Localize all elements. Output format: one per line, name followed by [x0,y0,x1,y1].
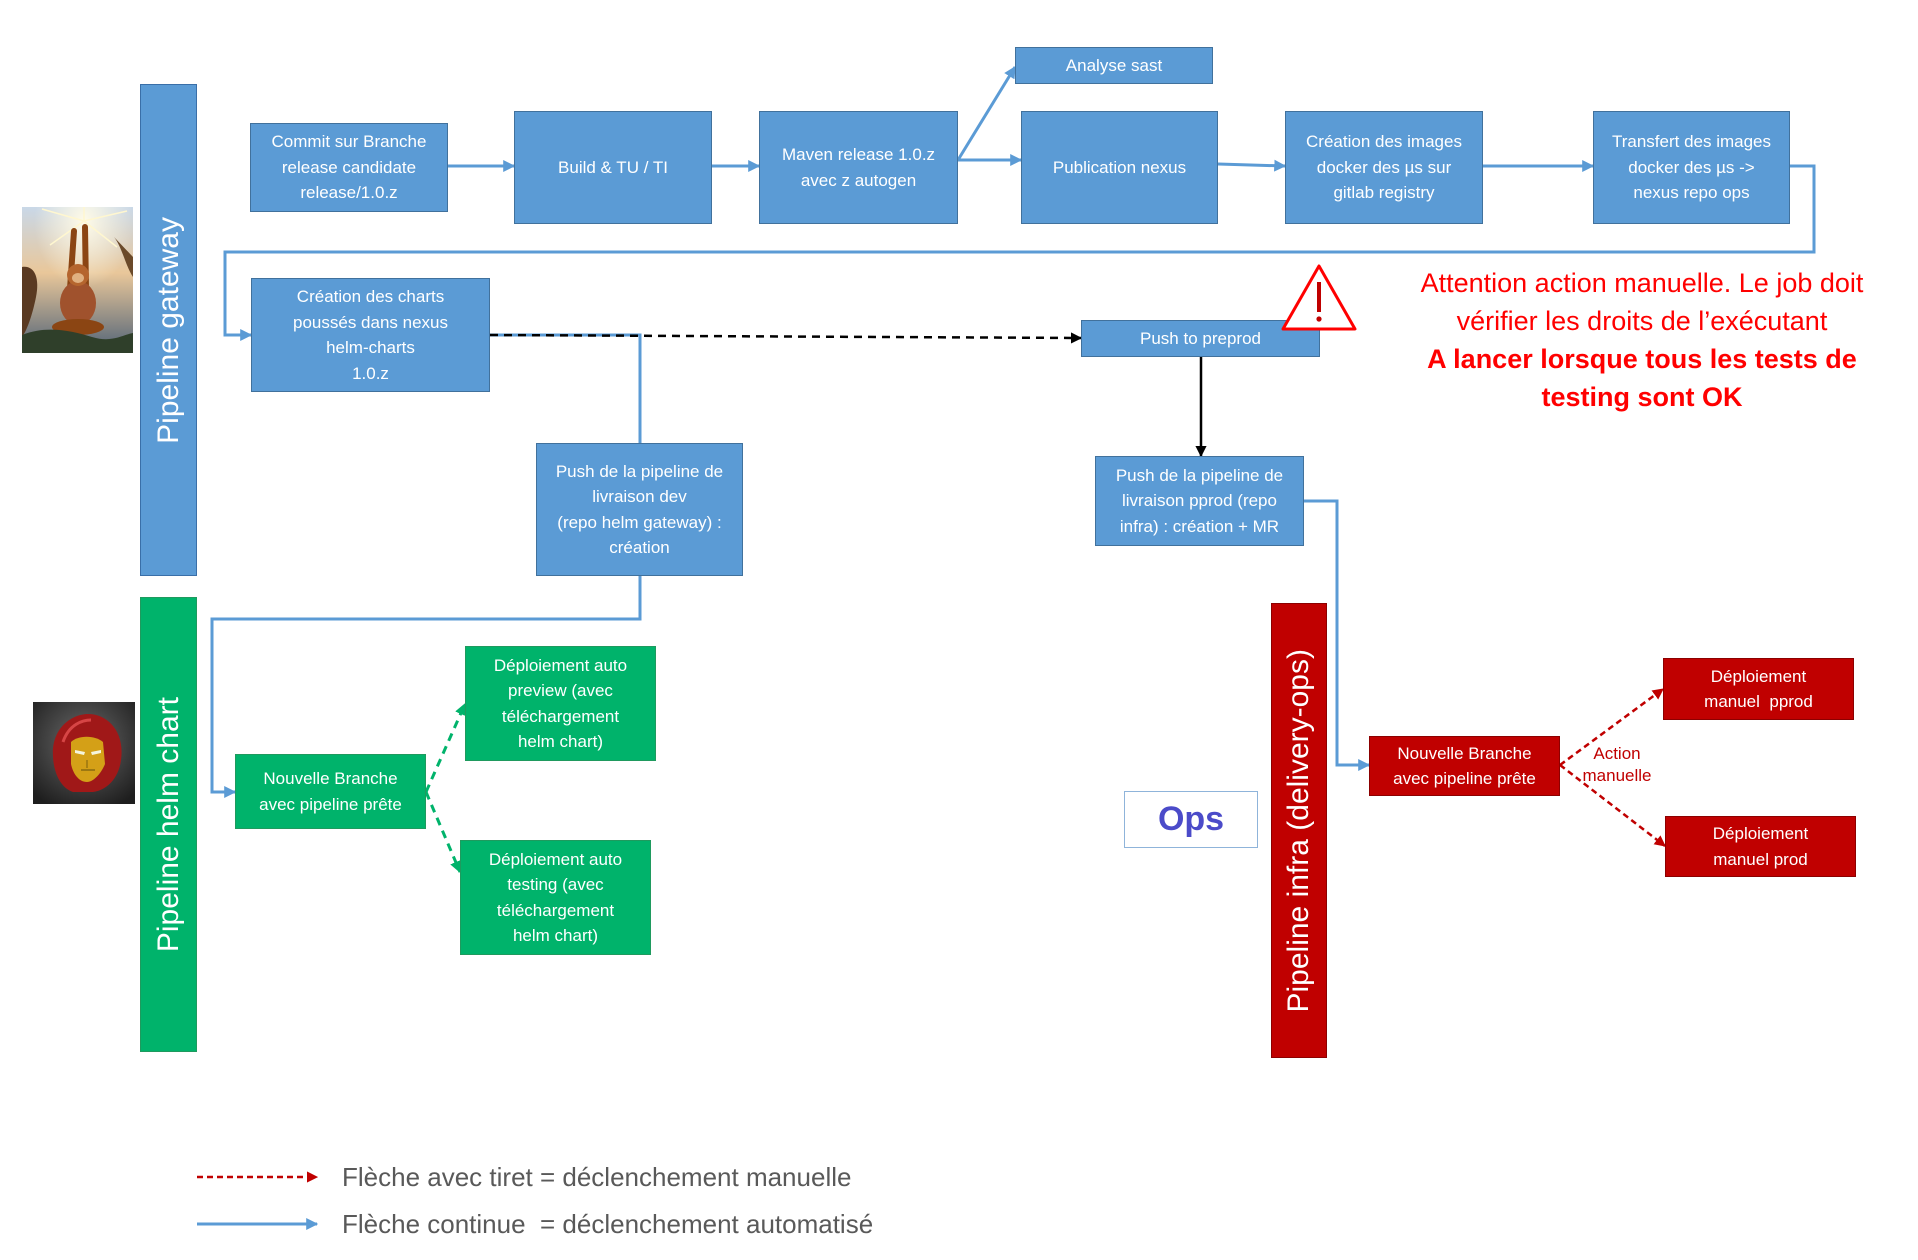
transfert-images-box: Transfert des images docker des µs -> ne… [1593,111,1790,224]
deploiement-preview-box-label: Déploiement auto preview (avec télécharg… [493,655,628,752]
transfert-images-box-label: Transfert des images docker des µs -> ne… [1611,132,1772,203]
infra-nouvelle-branche-box: Nouvelle Branche avec pipeline prête [1369,736,1560,796]
lane-pipeline-gateway-label: Pipeline gateway [151,216,185,444]
deploiement-testing-box: Déploiement auto testing (avec télécharg… [460,840,651,955]
creation-charts-box-label: Création des charts poussés dans nexus h… [293,287,448,383]
ops-box-label: Ops [1157,800,1225,838]
connector-push-dev-to-helm-branch [210,576,642,798]
publication-nexus-box: Publication nexus [1021,111,1218,224]
creation-images-box-label: Création des images docker des µs sur gi… [1306,132,1462,203]
build-box-label: Build & TU / TI [558,157,668,177]
deploiement-preview-box: Déploiement auto preview (avec télécharg… [465,646,656,761]
connector-helm-branch-to-preview [424,702,467,793]
push-pprod-box-label: Push de la pipeline de livraison pprod (… [1115,465,1284,536]
connector-push-pprod-to-infra-branch [1304,499,1371,771]
warning-triangle-icon [1280,263,1358,332]
build-box: Build & TU / TI [514,111,712,224]
creation-charts-box: Création des charts poussés dans nexus h… [251,278,490,392]
deploiement-pprod-box: Déploiement manuel pprod [1663,658,1854,720]
push-preprod-box: Push to preprod [1081,320,1320,357]
maven-release-box: Maven release 1.0.z avec z autogen [759,111,958,224]
deploiement-testing-box-label: Déploiement auto testing (avec télécharg… [488,849,623,946]
publication-nexus-box-label: Publication nexus [1052,157,1187,177]
commit-box-label: Commit sur Branche release candidate rel… [271,132,427,203]
warning-line-1: Attention action manuelle. Le job doit [1420,268,1864,298]
connector-publication-to-images [1217,159,1287,172]
commit-box: Commit sur Branche release candidate rel… [250,123,448,212]
monkey-avatar-icon [22,207,133,353]
connector-maven-to-sast [956,65,1017,161]
maven-release-box-label: Maven release 1.0.z avec z autogen [781,145,936,190]
lane-pipeline-helm-chart: Pipeline helm chart [140,597,197,1052]
push-dev-box-label: Push de la pipeline de livraison dev (re… [555,461,724,558]
connector-charts-to-push-dev [490,333,642,443]
connector-helm-branch-to-testing [424,791,462,874]
ops-box: Ops [1124,791,1258,848]
deploiement-prod-box-label: Déploiement manuel prod [1712,824,1809,869]
iron-man-helmet-icon [33,702,135,804]
legend-automatic-label: Flèche continue = déclenchement automati… [342,1209,874,1239]
push-dev-box: Push de la pipeline de livraison dev (re… [536,443,743,576]
connector-infra-branch-to-prod [1559,764,1666,847]
push-preprod-box-label: Push to preprod [1140,328,1261,348]
lane-pipeline-infra: Pipeline infra (delivery-ops) [1271,603,1327,1058]
legend-manual-label: Flèche avec tiret = déclenchement manuel… [342,1162,852,1192]
infra-nouvelle-branche-box-label: Nouvelle Branche avec pipeline prête [1393,743,1536,789]
analyse-sast-box: Analyse sast [1015,47,1213,84]
analyse-sast-box-label: Analyse sast [1065,55,1163,75]
warning-bold-line-2: testing sont OK [1541,382,1743,412]
deploiement-prod-box: Déploiement manuel prod [1665,816,1856,877]
lane-pipeline-infra-label: Pipeline infra (delivery-ops) [1282,648,1315,1013]
helm-nouvelle-branche-box-label: Nouvelle Branche avec pipeline prête [259,769,402,814]
connector-charts-to-preprod-dashed [489,332,1083,344]
helm-nouvelle-branche-box: Nouvelle Branche avec pipeline prête [235,754,426,829]
lane-pipeline-gateway: Pipeline gateway [140,84,197,576]
connector-infra-branch-to-pprod [1559,687,1664,767]
push-pprod-box: Push de la pipeline de livraison pprod (… [1095,456,1304,546]
warning-line-2: vérifier les droits de l’exécutant [1456,306,1828,336]
warning-note: Attention action manuelle. Le job doit v… [1368,264,1916,416]
deploiement-pprod-box-label: Déploiement manuel pprod [1704,666,1813,712]
connector-transfert-to-charts [223,164,1816,341]
warning-bold-line-1: A lancer lorsque tous les tests de [1427,344,1857,374]
creation-images-box: Création des images docker des µs sur gi… [1285,111,1483,224]
action-manuelle-label: Action manuelle [1582,744,1652,785]
lane-pipeline-helm-chart-label: Pipeline helm chart [151,696,185,953]
